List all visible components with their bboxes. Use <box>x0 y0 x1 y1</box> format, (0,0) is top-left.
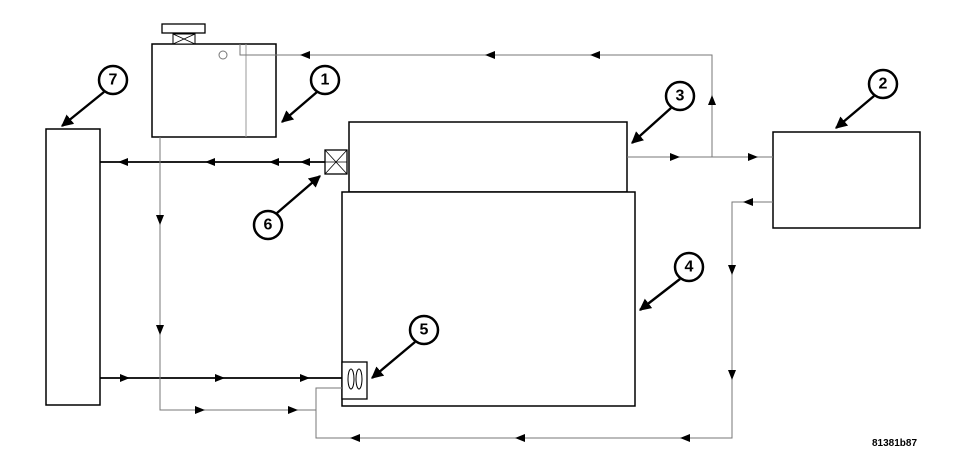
callout-2: 2 <box>835 68 899 129</box>
svg-text:5: 5 <box>420 322 429 339</box>
coolant-reservoir <box>151 23 277 138</box>
callout-6: 6 <box>252 175 321 241</box>
callout-5: 5 <box>371 314 440 379</box>
svg-text:4: 4 <box>685 259 694 276</box>
callout-4: 4 <box>639 251 705 311</box>
svg-text:1: 1 <box>321 72 330 89</box>
callout-7: 7 <box>61 64 129 127</box>
svg-text:7: 7 <box>109 72 118 89</box>
callout-3: 3 <box>631 80 696 144</box>
cylinder-head <box>348 121 628 193</box>
engine-block <box>341 191 636 407</box>
svg-text:6: 6 <box>264 217 273 234</box>
svg-text:3: 3 <box>676 88 685 105</box>
callout-1: 1 <box>281 64 341 123</box>
svg-text:2: 2 <box>879 76 888 93</box>
heater-core <box>772 131 921 229</box>
figure-reference: 81381b87 <box>872 438 917 449</box>
flow-arrows <box>118 51 758 442</box>
radiator <box>45 128 101 406</box>
water-pump <box>341 361 368 400</box>
thermostat <box>324 149 348 175</box>
